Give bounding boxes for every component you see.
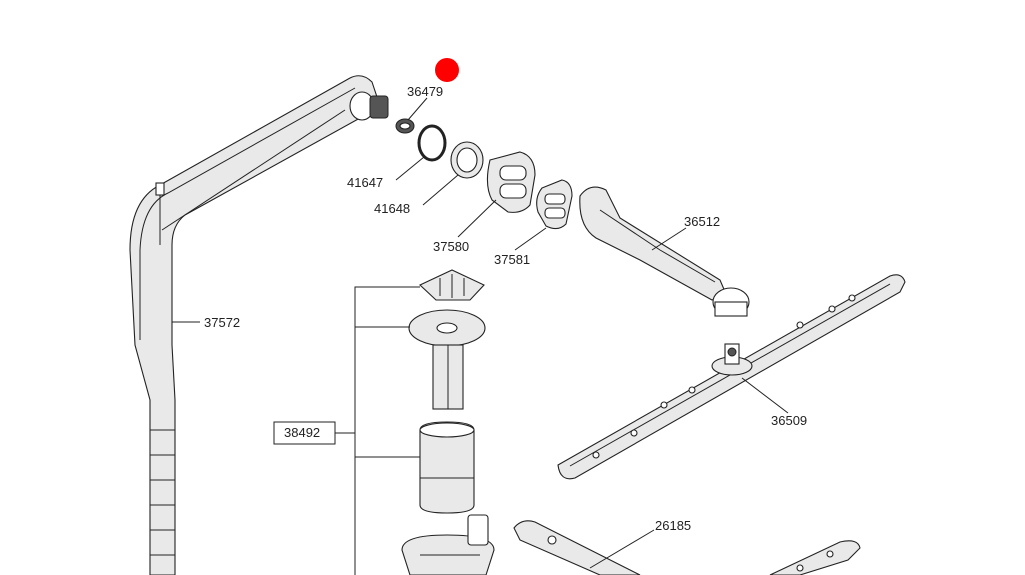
part-36479-clip[interactable]	[395, 118, 415, 134]
leader-37580	[457, 199, 497, 238]
bracket-38492	[335, 286, 420, 575]
part-37581-gasket[interactable]	[536, 179, 573, 230]
label-37572: 37572	[204, 315, 240, 330]
label-36479: 36479	[407, 84, 443, 99]
part-36509-spray-arm[interactable]	[557, 274, 906, 480]
part-37572-tube[interactable]	[129, 75, 389, 575]
label-41647: 41647	[347, 175, 383, 190]
part-37580-coupling[interactable]	[486, 151, 536, 213]
part-41648-nut[interactable]	[450, 141, 484, 179]
leader-37581	[514, 227, 547, 251]
leader-36512	[651, 227, 687, 251]
red-marker[interactable]	[435, 58, 459, 82]
part-38492-filter-stack[interactable]	[401, 269, 495, 575]
leader-41647	[395, 156, 425, 181]
part-26185-lower-arm[interactable]	[513, 520, 861, 575]
leader-41648	[422, 174, 459, 206]
leader-36479	[407, 97, 428, 121]
label-37581: 37581	[494, 252, 530, 267]
label-36509: 36509	[771, 413, 807, 428]
label-36512: 36512	[684, 214, 720, 229]
leader-26185	[589, 529, 655, 569]
part-36512-arm-feed[interactable]	[579, 186, 750, 317]
label-box-38492	[273, 421, 336, 445]
leader-36509	[741, 377, 789, 414]
part-41647-oring[interactable]	[417, 124, 447, 162]
label-26185: 26185	[655, 518, 691, 533]
label-38492: 38492	[284, 425, 320, 440]
label-41648: 41648	[374, 201, 410, 216]
label-37580: 37580	[433, 239, 469, 254]
